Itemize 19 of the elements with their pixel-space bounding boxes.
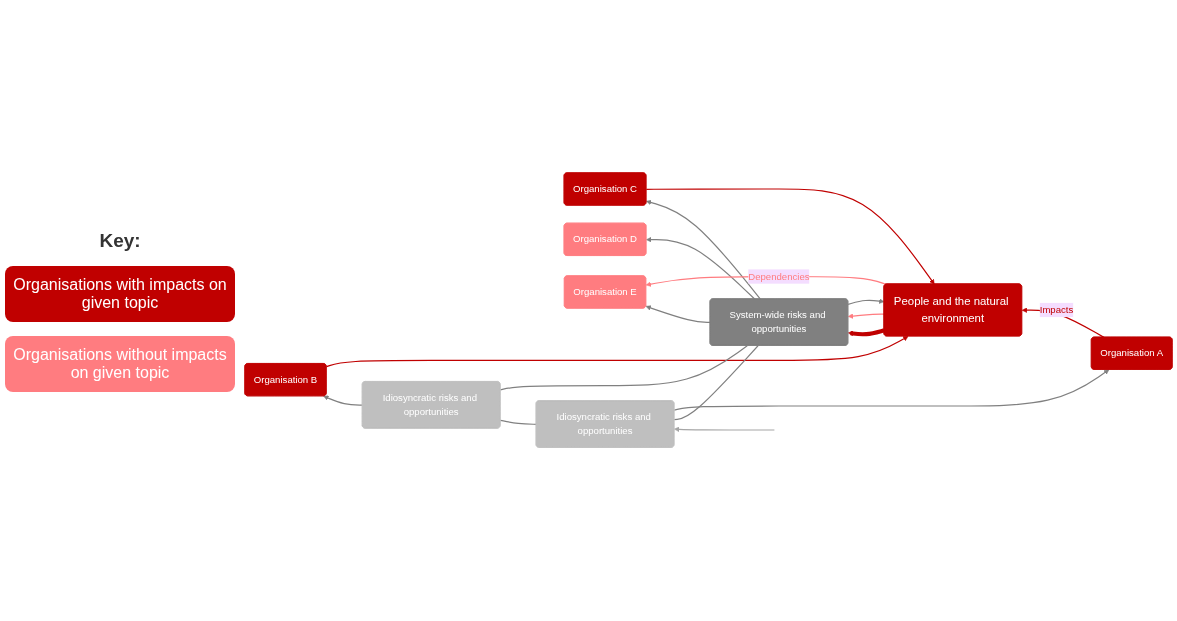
arrow — [847, 328, 885, 337]
arrow — [646, 237, 756, 300]
arrow — [646, 200, 761, 300]
arrow — [323, 395, 364, 407]
arrow — [645, 188, 935, 285]
legend-swatch: Organisations without impacts on given topic — [5, 335, 235, 392]
connector — [499, 345, 748, 391]
arrow — [847, 298, 885, 306]
arrow — [325, 336, 909, 368]
legend-heading: Key: — [99, 229, 141, 252]
arrow — [645, 305, 711, 324]
connector — [499, 420, 537, 426]
connector — [673, 345, 759, 421]
arrow — [674, 427, 775, 433]
legend-swatch: Organisations with impacts on given topic — [5, 265, 235, 322]
edge-label: Dependencies — [748, 271, 810, 282]
arrow — [673, 369, 1110, 412]
edge-label: Impacts — [1039, 304, 1074, 316]
arrow — [847, 313, 885, 320]
